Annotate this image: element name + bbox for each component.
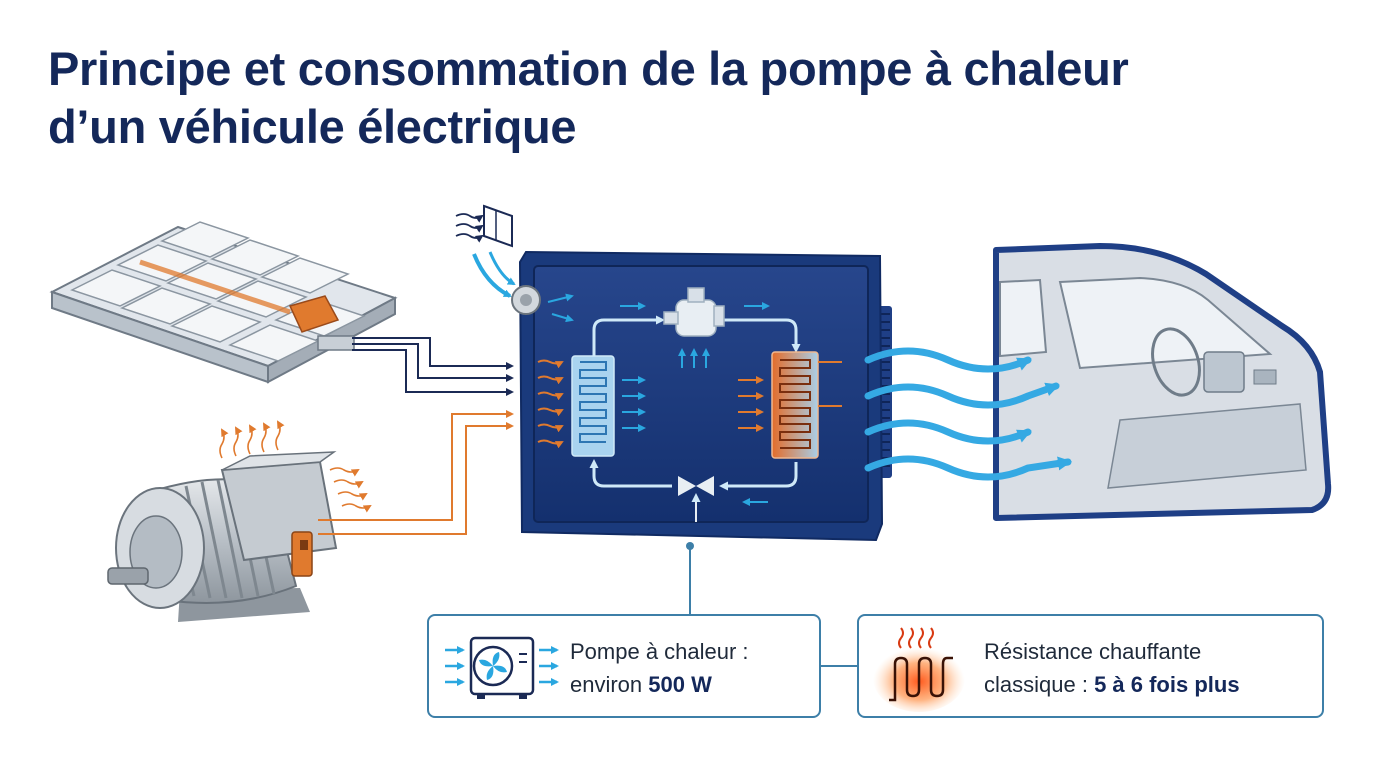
car-cabin-icon	[993, 243, 1332, 521]
heat-pump-unit	[511, 250, 892, 542]
title-line-1: Principe et consommation de la pompe à c…	[48, 42, 1129, 95]
resistor-value: 5 à 6 fois plus	[1094, 672, 1240, 697]
evaporator-out-arrows	[622, 376, 646, 432]
leader-line	[686, 542, 857, 667]
heat-pump-value: 500 W	[648, 672, 712, 697]
electric-motor-icon	[107, 451, 338, 622]
motor-pipes	[318, 410, 514, 535]
condenser-icon	[771, 351, 842, 459]
resistor-label: Résistance chauffante	[984, 639, 1202, 664]
heat-input-arrows	[537, 359, 564, 449]
page-title: Principe et consommation de la pompe à c…	[48, 40, 1338, 156]
battery-pack-icon	[49, 221, 398, 384]
expansion-valve-icon	[678, 476, 714, 522]
battery-cables	[352, 337, 514, 396]
refrigerant-loop	[589, 315, 801, 491]
hot-air-flow	[864, 347, 1072, 481]
compressor-power-arrows	[678, 348, 710, 368]
resistor-consumption-text: Résistance chauffante classique : 5 à 6 …	[984, 635, 1240, 701]
loop-flow-arrows	[620, 302, 770, 506]
air-intake-flow	[547, 293, 574, 323]
evaporator-icon	[571, 355, 615, 457]
title-line-2: d’un véhicule électrique	[48, 100, 577, 153]
heat-pump-prefix: environ	[570, 672, 649, 697]
heat-pump-consumption-card: Pompe à chaleur : environ 500 W	[427, 614, 821, 718]
compressor-icon	[663, 287, 725, 337]
air-intake-icon	[455, 204, 516, 298]
motor-heat-waves	[219, 420, 372, 513]
heating-resistor-icon	[873, 627, 965, 712]
heat-pump-consumption-text: Pompe à chaleur : environ 500 W	[570, 635, 749, 701]
heat-pump-unit-icon	[445, 636, 559, 699]
heat-pump-label: Pompe à chaleur :	[570, 639, 749, 664]
resistor-prefix: classique :	[984, 672, 1095, 697]
condenser-heat-arrows	[738, 376, 764, 432]
resistor-consumption-card: Résistance chauffante classique : 5 à 6 …	[857, 614, 1324, 718]
